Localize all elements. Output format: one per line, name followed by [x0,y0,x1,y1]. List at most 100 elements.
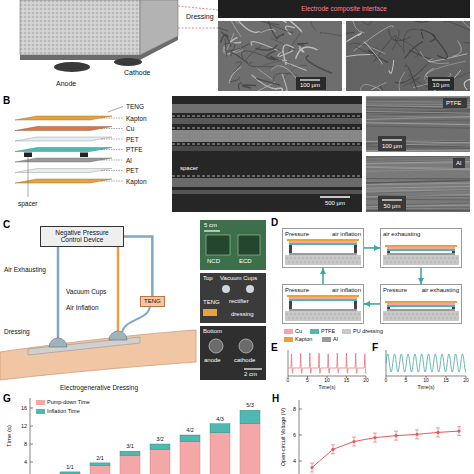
sem-texture [366,191,470,193]
pu-dressing [444,313,445,314]
sem-texture [422,32,424,38]
air-tube [124,236,152,296]
pu-dressing [290,257,291,258]
legend-swatch [284,329,293,334]
chart-drawing [60,472,80,473]
pu-dressing [288,317,289,318]
pu-dressing [344,317,345,318]
top-view-photo [203,309,217,316]
state-picture [383,295,459,321]
pu-dressing [400,257,401,258]
pu-dressing [358,257,359,258]
sem-texture [306,55,332,73]
pu-dressing [454,317,455,318]
pu-dressing [285,255,361,265]
sem-texture [360,84,382,91]
pu-dressing [390,317,391,318]
pu-dressing [414,317,415,318]
pu-dressing [360,261,361,262]
al-layer [289,253,357,255]
chart-drawing [352,437,356,446]
text-label: PTFE [126,146,143,153]
pu-dressing [392,313,393,314]
teng-layer-stack [101,181,123,182]
pu-dressing [428,257,429,258]
pu-dressing [310,257,311,258]
teng-layer-stack [108,107,123,113]
panel-letter: C [3,219,10,231]
chart-drawing [150,444,170,449]
pu-dressing [318,257,319,258]
device-photo [204,230,220,231]
pu-dressing [324,317,325,318]
text-label: Al [456,160,461,167]
sem-images [172,178,362,187]
pu-dressing [294,313,295,314]
pu-dressing [404,313,405,314]
sem-images [320,196,350,198]
pu-dressing [442,261,443,262]
pu-dressing [318,313,319,314]
text-row: Pressureair inflation [285,231,361,238]
text-label: 4/3 [216,416,224,422]
pu-dressing [418,317,419,318]
pu-dressing [300,261,301,262]
sem-texture [366,156,470,211]
layer-schematic [383,295,459,321]
pu-dressing [388,257,389,258]
pu-dressing [400,313,401,314]
pu-dressing [446,261,447,262]
sem-texture [389,60,394,73]
chart-drawing [299,409,302,410]
pu-dressing [458,317,459,318]
sem-texture [366,189,470,190]
pu-dressing [424,257,425,258]
state-panel: Pressureair inflation [282,284,364,324]
kapton-layer [385,245,457,247]
text-label: Cathode [124,69,150,77]
pu-dressing [408,257,409,258]
text-label: 1/1 [66,464,74,470]
panel-letter: G [3,393,11,405]
sem-images [172,176,362,177]
pu-dressing [334,257,335,258]
sem-texture [366,111,470,113]
sem-texture [366,126,470,128]
pu-dressing [452,313,453,314]
pu-dressing [332,317,333,318]
text-label: 4/2 [186,427,194,433]
chart-drawing [373,436,376,439]
top-view-photo [222,285,230,293]
chart-drawing [30,462,33,463]
state-panel: Pressureair inflation [282,228,364,268]
sem-texture [366,122,470,125]
sem-texture [405,65,416,89]
sem-texture [346,32,355,33]
pu-dressing [314,257,315,258]
node-text: air inflation [332,231,361,238]
text-label: 5/3 [246,402,254,408]
pu-dressing [442,317,443,318]
pu-dressing [444,257,445,258]
teng-layer-stack [101,128,123,129]
pu-dressing [406,317,407,318]
text-label: 12 [21,423,27,429]
sem-texture [298,43,308,45]
pu-dressing [408,313,409,314]
node-text: Pressure [383,287,407,294]
teng-layer-stack [15,107,123,198]
teng-layer-stack [15,148,112,152]
panel-letter: D [271,217,278,229]
pu-dressing [348,261,349,262]
legend-text: Cu [295,328,302,334]
teng-layer-stack [101,118,123,119]
cu-layer [387,247,455,249]
sem-texture [271,66,299,82]
scale-bars [378,196,406,211]
sem-texture [267,50,278,60]
pu-dressing [422,317,423,318]
legend-item: Cu [284,328,302,334]
pu-dressing [448,313,449,314]
dressing-block [20,0,218,72]
